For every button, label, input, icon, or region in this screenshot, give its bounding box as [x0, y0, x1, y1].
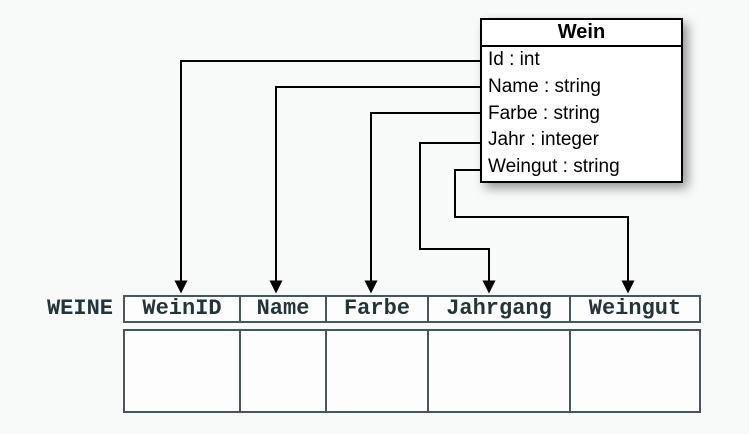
table-cell-empty [239, 331, 325, 411]
uml-attribute-weingut: Weingut : string [488, 156, 620, 178]
table-cell-empty [569, 331, 699, 411]
uml-class-wein: Wein Id : int Name : string Farbe : stri… [480, 18, 683, 183]
column-header-weingut: Weingut [569, 297, 699, 321]
table-cell-empty [125, 331, 239, 411]
arrowhead-down-icon [269, 280, 283, 294]
column-header-farbe: Farbe [325, 297, 427, 321]
column-header-name: Name [239, 297, 325, 321]
uml-class-title: Wein [482, 20, 681, 47]
table-body-row [123, 329, 701, 413]
arrow-weingut-to-weingut [454, 169, 635, 294]
arrowhead-down-icon [174, 280, 188, 294]
table-cell-empty [325, 331, 427, 411]
uml-class-attributes: Id : int Name : string Farbe : string Ja… [482, 47, 681, 181]
uml-attribute-name: Name : string [488, 75, 601, 97]
uml-attribute-id: Id : int [488, 49, 540, 70]
table-name-label: WEINE [46, 296, 113, 321]
uml-attribute-farbe: Farbe : string [488, 102, 600, 124]
uml-attribute-jahr: Jahr : integer [488, 129, 599, 151]
arrowhead-down-icon [482, 280, 496, 294]
arrow-id-to-weinid [174, 60, 482, 294]
arrow-name-to-name [269, 86, 482, 294]
arrowhead-down-icon [621, 280, 635, 294]
arrowhead-down-icon [364, 280, 378, 294]
column-header-weinid: WeinID [142, 297, 222, 321]
table-cell-empty [427, 331, 569, 411]
column-header-jahrgang: Jahrgang [427, 297, 569, 321]
arrow-jahr-to-jahrgang [419, 142, 496, 294]
arrow-farbe-to-farbe [364, 112, 482, 294]
table-header-row: WeinID Name Farbe Jahrgang Weingut [123, 295, 701, 323]
